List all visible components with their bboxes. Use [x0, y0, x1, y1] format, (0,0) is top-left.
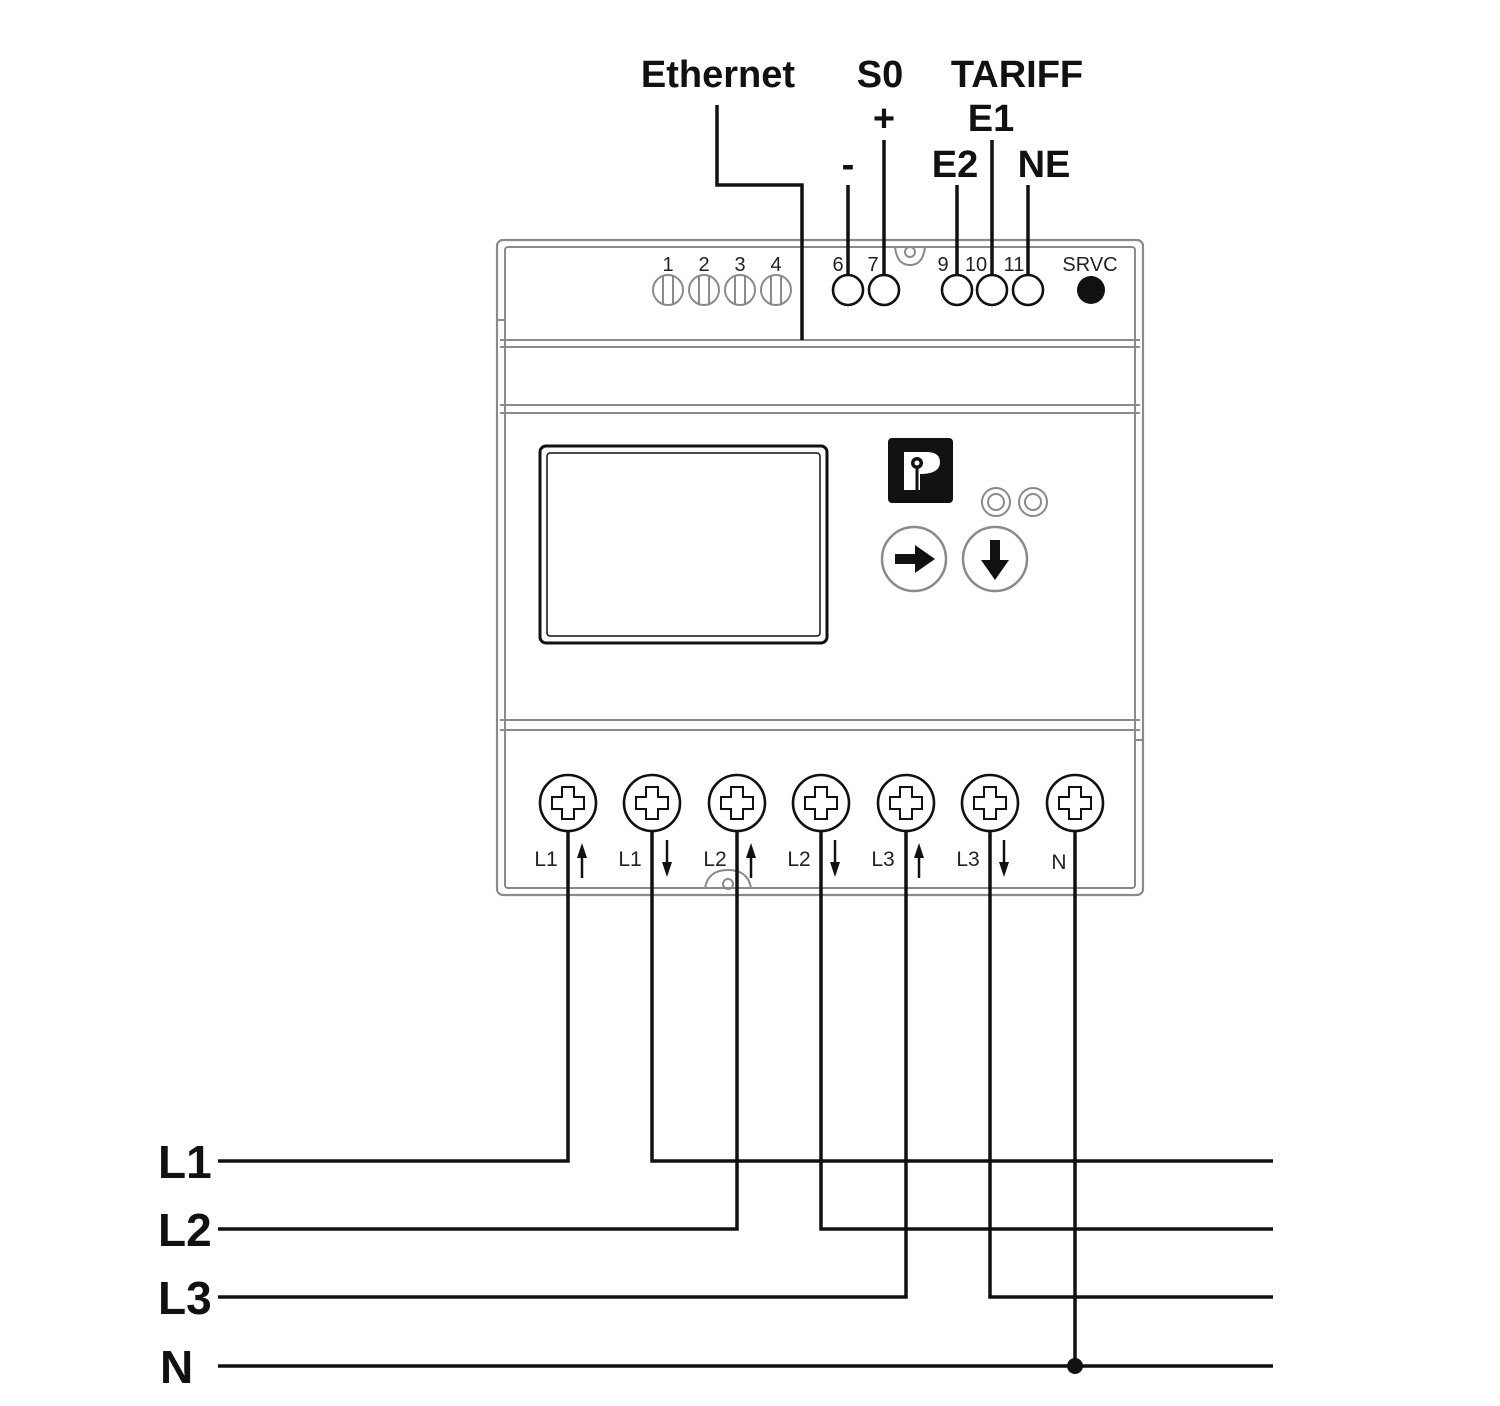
terminal-number: 3: [734, 254, 745, 276]
terminal-number: 9: [937, 254, 948, 276]
s0-plus-label: +: [873, 98, 895, 140]
ethernet-wire: [715, 105, 804, 340]
bus-label-l3: L3: [158, 1272, 212, 1324]
terminal-number: 1: [662, 254, 673, 276]
terminal-6: [831, 273, 865, 307]
wire-l3-out: [988, 831, 1273, 1299]
terminal-number: 11: [1004, 254, 1025, 276]
terminal-label: L2: [703, 848, 726, 871]
terminal-label: L1: [618, 848, 641, 871]
screw-terminal-l3-in: [876, 773, 936, 833]
ne-label: NE: [1018, 144, 1071, 186]
arrow-right-icon: [895, 545, 935, 573]
screw-terminal-l1-in: [538, 773, 598, 833]
terminal-label: L2: [787, 848, 810, 871]
terminal-label: L3: [871, 848, 894, 871]
arrow-up-icon: [914, 843, 924, 878]
arrow-down-icon: [662, 840, 672, 877]
wire-l3-in: [218, 831, 908, 1299]
arrow-down-icon: [830, 840, 840, 877]
bottom-wiring: [218, 831, 1273, 1374]
terminal-1: [652, 274, 684, 306]
bus-label-l2: L2: [158, 1204, 212, 1256]
screw-terminal-l2-in: [707, 773, 767, 833]
e2-label: E2: [932, 144, 978, 186]
terminal-number: 4: [770, 254, 781, 276]
terminal-number: 7: [867, 254, 878, 276]
terminal-7: [867, 273, 901, 307]
terminal-9: [940, 273, 974, 307]
arrow-up-icon: [577, 843, 587, 878]
down-button[interactable]: [961, 525, 1029, 593]
next-button[interactable]: [880, 525, 948, 593]
s0-minus-label: -: [842, 144, 855, 186]
screw-terminal-n: [1045, 773, 1105, 833]
service-label: SRVC: [1062, 254, 1117, 276]
terminal-3: [724, 274, 756, 306]
arrow-down-icon: [981, 540, 1009, 580]
phoenix-contact-logo-icon: [888, 438, 953, 503]
terminal-label: L3: [956, 848, 979, 871]
s0-label: S0: [857, 54, 903, 96]
terminal-4: [760, 274, 792, 306]
terminal-11: [1011, 273, 1045, 307]
terminal-2: [688, 274, 720, 306]
arrow-down-icon: [999, 840, 1009, 877]
terminal-number: 2: [698, 254, 709, 276]
screw-terminal-l1-out: [622, 773, 682, 833]
terminal-label: N: [1051, 851, 1066, 874]
terminal-number: 6: [832, 254, 843, 276]
lcd-display: [538, 444, 829, 645]
screw-terminal-l2-out: [791, 773, 851, 833]
ethernet-label: Ethernet: [641, 54, 795, 96]
bus-label-n: N: [160, 1341, 193, 1393]
terminal-10: [975, 273, 1009, 307]
arrow-up-icon: [746, 843, 756, 878]
wire-l1-in: [218, 831, 570, 1163]
terminal-label: L1: [534, 848, 557, 871]
junction-dot: [1067, 1358, 1083, 1374]
bus-label-l1: L1: [158, 1136, 212, 1188]
top-terminal-block: 1 2 3 4 6 7 9 10 11 SRVC: [652, 254, 1118, 307]
screw-terminal-l3-out: [960, 773, 1020, 833]
wire-l1-out: [650, 831, 1273, 1163]
wire-l2-in: [218, 831, 739, 1231]
led-indicator-icon: [981, 487, 1048, 517]
service-button[interactable]: [1077, 276, 1105, 304]
terminal-number: 10: [965, 254, 987, 276]
e1-label: E1: [968, 98, 1014, 140]
wire-l2-out: [819, 831, 1273, 1231]
tariff-label: TARIFF: [951, 54, 1083, 96]
